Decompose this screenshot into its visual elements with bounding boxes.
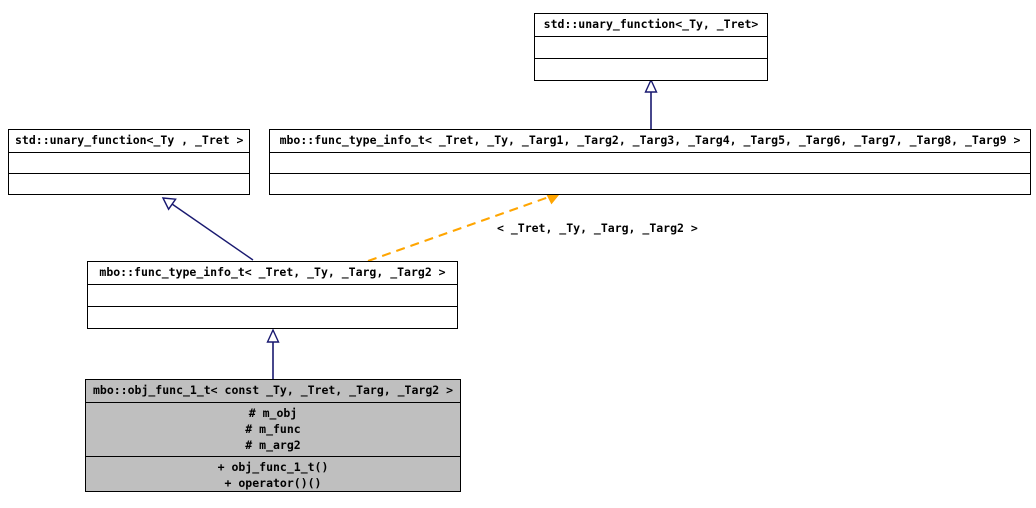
class-operations-compartment (270, 173, 1030, 194)
class-title: mbo::obj_func_1_t< const _Ty, _Tret, _Ta… (92, 383, 454, 397)
class-title: std::unary_function<_Ty , _Tret > (15, 133, 244, 147)
edge-inheritance-left (161, 197, 254, 261)
class-attributes-compartment: # m_obj # m_func # m_arg2 (86, 402, 460, 456)
class-attributes-compartment (9, 152, 249, 173)
class-title: mbo::func_type_info_t< _Tret, _Ty, _Targ… (99, 265, 446, 279)
class-node-func-type-info-t-9[interactable]: mbo::func_type_info_t< _Tret, _Ty, _Targ… (269, 129, 1031, 195)
edge-inheritance-bottom (266, 328, 280, 379)
class-attributes-compartment (535, 36, 767, 58)
class-node-std-unary-function-left[interactable]: std::unary_function<_Ty , _Tret > (8, 129, 250, 195)
class-node-func-type-info-t-2[interactable]: mbo::func_type_info_t< _Tret, _Ty, _Targ… (87, 261, 458, 329)
class-node-std-unary-function-top[interactable]: std::unary_function<_Ty, _Tret> (534, 13, 768, 81)
class-operation-row: + obj_func_1_t() (217, 460, 329, 474)
class-attributes-compartment (270, 152, 1030, 173)
class-attribute-row: # m_arg2 (245, 438, 301, 452)
class-attributes-compartment (88, 284, 457, 306)
class-operations-compartment: + obj_func_1_t() + operator()() (86, 456, 460, 494)
template-binding-label: < _Tret, _Ty, _Targ, _Targ2 > (497, 221, 698, 235)
class-operations-compartment (88, 306, 457, 328)
class-operations-compartment (535, 58, 767, 80)
class-title: mbo::func_type_info_t< _Tret, _Ty, _Targ… (279, 133, 1021, 147)
class-title: std::unary_function<_Ty, _Tret> (543, 17, 759, 31)
class-attribute-row: # m_obj (248, 406, 298, 420)
class-attribute-row: # m_func (245, 422, 301, 436)
class-operation-row: + operator()() (224, 476, 322, 490)
edge-inheritance-top (644, 78, 658, 129)
class-operations-compartment (9, 173, 249, 194)
class-node-obj-func-1-t[interactable]: mbo::obj_func_1_t< const _Ty, _Tret, _Ta… (85, 379, 461, 492)
